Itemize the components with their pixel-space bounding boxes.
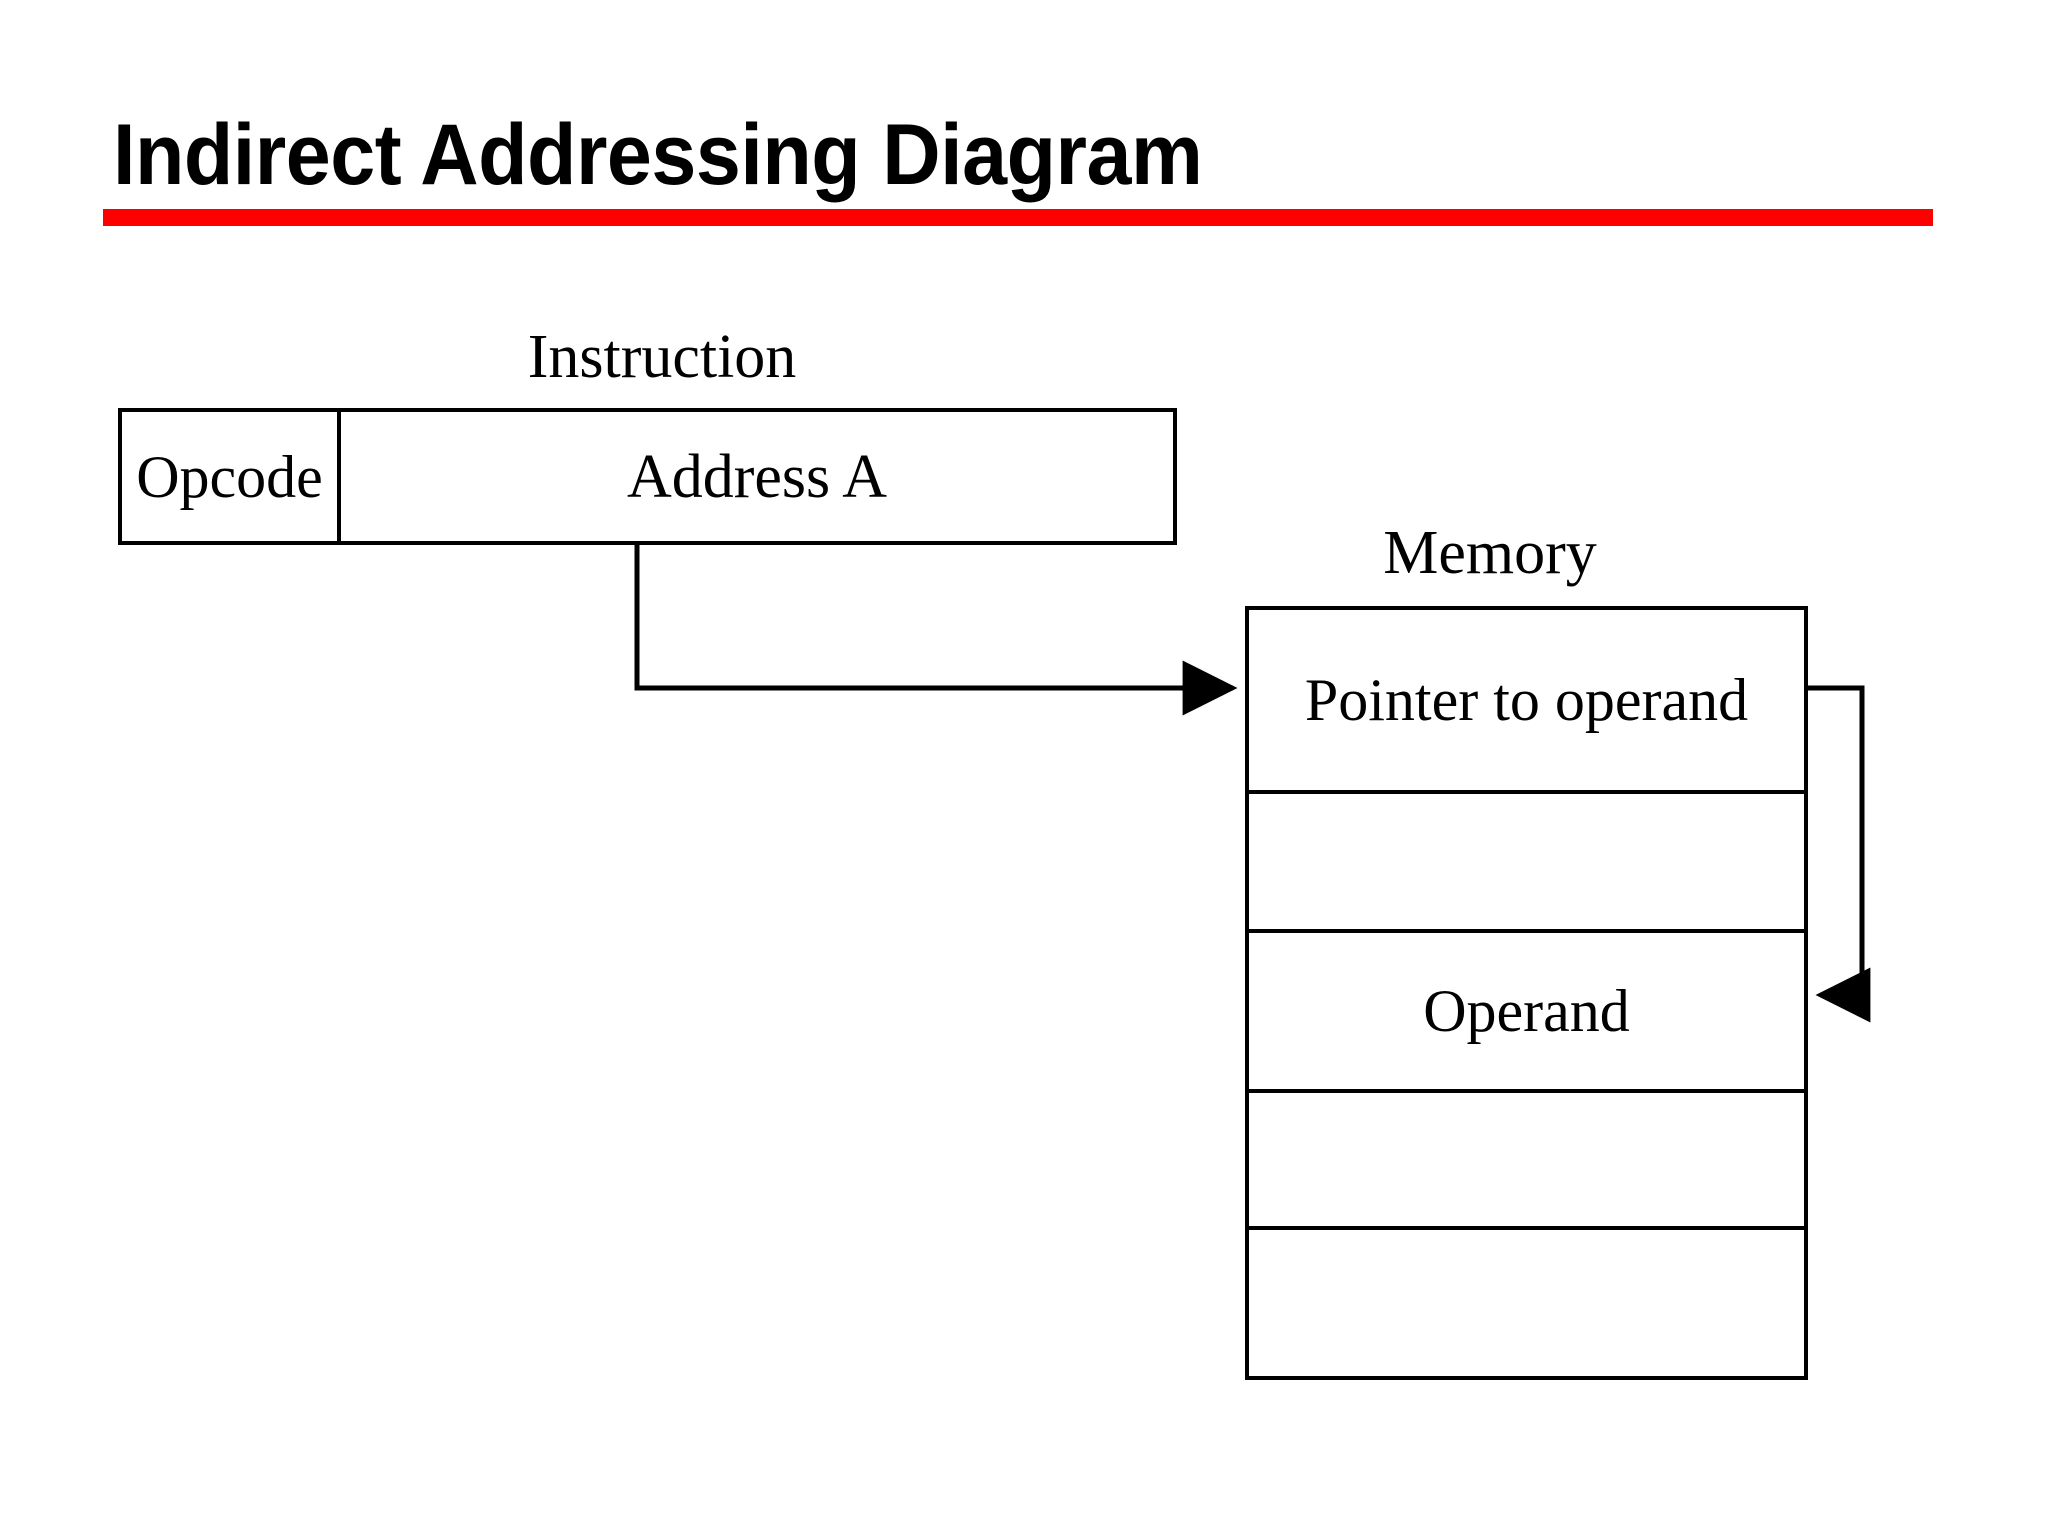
instruction-field-opcode-label: Opcode: [136, 443, 323, 510]
instruction-field-address-label: Address A: [626, 442, 888, 511]
instruction-field-opcode: Opcode: [122, 412, 341, 541]
memory-row-empty-3: [1249, 1230, 1804, 1376]
instruction-caption: Instruction: [527, 323, 797, 391]
memory-row-operand-label: Operand: [1423, 977, 1630, 1044]
memory-row-pointer-label: Pointer to operand: [1304, 666, 1749, 733]
page-title: Indirect Addressing Diagram: [113, 107, 1203, 203]
memory-row-empty-2: [1249, 1093, 1804, 1231]
memory-caption: Memory: [1383, 519, 1597, 587]
memory-row-empty-1: [1249, 794, 1804, 934]
memory-row-operand: Operand: [1249, 933, 1804, 1093]
title-underline-rule: [103, 209, 1933, 226]
instruction-field-address: Address A: [341, 412, 1173, 541]
arrow-address-to-pointer: [634, 545, 1238, 716]
memory-box: Pointer to operand Operand: [1245, 606, 1808, 1380]
arrow-pointer-to-operand: [1808, 685, 1871, 1023]
instruction-box: Opcode Address A: [118, 408, 1177, 545]
memory-row-pointer: Pointer to operand: [1249, 610, 1804, 794]
